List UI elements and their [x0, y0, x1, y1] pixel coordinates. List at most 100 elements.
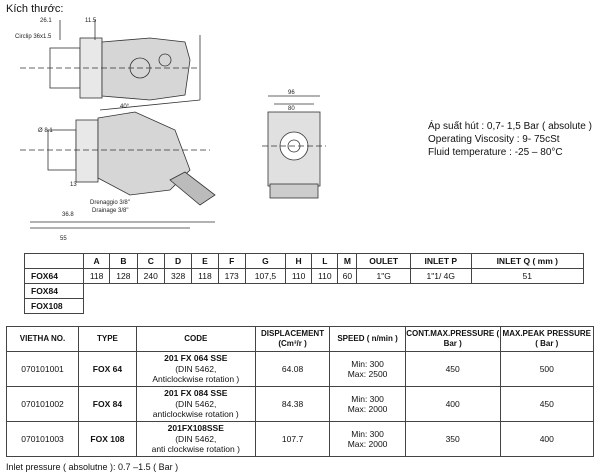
code-rotation: anticlockwise rotation )	[152, 409, 239, 420]
model-header: TYPE	[78, 326, 137, 352]
code-main: 201FX108SSE	[167, 423, 224, 434]
model-no: 070101001	[5, 351, 80, 387]
dim-cell: FOX64	[24, 268, 84, 284]
dim-cell: 110	[284, 268, 313, 284]
dim-cell: 118	[191, 268, 219, 284]
code-rotation: Anticlockwise rotation )	[152, 374, 240, 385]
dim-cell: 240	[136, 268, 165, 284]
model-header-row: VIETHA NO. TYPE CODE DISPLACEMENT (Cm³/r…	[5, 326, 595, 352]
model-peak-pressure: 500	[499, 351, 595, 387]
spec-viscosity: Operating Viscosity : 9- 75cSt	[428, 134, 560, 145]
model-type: FOX 64	[78, 351, 137, 387]
label-8-1: Ø 8.1	[38, 128, 53, 134]
dimension-row: FOX84	[24, 283, 584, 299]
code-main: 201 FX 064 SSE	[164, 353, 228, 364]
label-55: 55	[60, 236, 67, 242]
model-code: 201 FX 064 SSE(DIN 5462,Anticlockwise ro…	[135, 351, 256, 387]
label-36-8: 36.8	[62, 212, 74, 218]
model-code: 201FX108SSE(DIN 5462,anti clockwise rota…	[135, 421, 256, 457]
model-no: 070101003	[5, 421, 80, 457]
model-row: 070101002 FOX 84 201 FX 084 SSE(DIN 5462…	[5, 386, 595, 422]
dim-header: D	[163, 253, 193, 269]
top-pump-body	[101, 37, 191, 101]
model-header: CONT.MAX.PRESSURE ( Bar )	[404, 326, 501, 352]
model-code: 201 FX 084 SSE(DIN 5462,anticlockwise ro…	[135, 386, 256, 422]
dim-cell: 118	[82, 268, 111, 284]
dimension-table: A B C D E F G H L M OULET INLET P INLET …	[24, 253, 585, 314]
model-header: DISPLACEMENT (Cm³/r )	[254, 326, 331, 352]
model-cont-pressure: 450	[404, 351, 501, 387]
model-header: MAX.PEAK PRESSURE ( Bar )	[499, 326, 595, 352]
label-11-5: 11.5	[85, 18, 97, 24]
code-din: (DIN 5462,	[175, 363, 217, 374]
model-displacement: 64.08	[254, 351, 331, 387]
dim-header: OULET	[356, 253, 411, 269]
speed-max: Max: 2000	[347, 439, 388, 449]
model-header: SPEED ( n/min )	[329, 326, 406, 352]
dim-cell: 328	[163, 268, 193, 284]
dimension-header-row: A B C D E F G H L M OULET INLET P INLET …	[24, 253, 585, 269]
model-cont-pressure: 400	[404, 386, 501, 422]
dimension-row: FOX108	[24, 298, 584, 314]
dim-header: H	[284, 253, 313, 269]
dim-cell: 1"G	[356, 268, 411, 284]
dim-header: C	[136, 253, 165, 269]
dim-cell: 51	[470, 268, 585, 284]
dim-header: M	[337, 253, 358, 269]
footer-note: Inlet pressure ( absolutne ): 0.7 –1.5 (…	[6, 462, 179, 472]
label-drain1: Drenaggio 3/8"	[90, 200, 130, 206]
dimension-row: FOX64 118 128 240 328 118 173 107,5 110 …	[24, 268, 585, 284]
label-circlip: Circlip 36x1.5	[15, 34, 52, 40]
model-header: CODE	[135, 326, 256, 352]
label-13: 13	[70, 182, 77, 188]
speed-min: Min: 300	[351, 393, 384, 404]
technical-drawing: 26.1 11.5 Circlip 36x1.5 Ø 8.1 40° Drena…	[15, 18, 326, 242]
speed-min: Min: 300	[351, 358, 384, 369]
code-rotation: anti clockwise rotation )	[151, 444, 240, 455]
code-main: 201 FX 084 SSE	[164, 388, 228, 399]
dim-header: A	[82, 253, 111, 269]
spec-pressure: Áp suất hút : 0,7- 1,5 Bar ( absolute )	[428, 121, 592, 132]
code-din: (DIN 5462,	[175, 398, 217, 409]
dim-header: B	[109, 253, 138, 269]
label-80: 80	[288, 106, 295, 112]
dim-cell: FOX84	[24, 283, 84, 299]
dim-header: INLET P	[410, 253, 472, 269]
model-type: FOX 108	[78, 421, 137, 457]
spec-temperature: Fluid temperature : -25 – 80°C	[428, 147, 563, 158]
model-header: VIETHA NO.	[5, 326, 80, 352]
dim-cell: 128	[109, 268, 138, 284]
model-table: VIETHA NO. TYPE CODE DISPLACEMENT (Cm³/r…	[5, 326, 595, 457]
dim-header: E	[191, 253, 219, 269]
dim-cell: FOX108	[24, 298, 84, 314]
model-peak-pressure: 400	[499, 421, 595, 457]
dim-header: F	[217, 253, 246, 269]
label-26-1: 26.1	[40, 18, 52, 24]
speed-max: Max: 2500	[347, 369, 388, 379]
dim-cell: 60	[337, 268, 358, 284]
model-type: FOX 84	[78, 386, 137, 422]
dim-cell: 107,5	[244, 268, 287, 284]
model-displacement: 107.7	[254, 421, 331, 457]
page-title: Kích thước:	[6, 3, 64, 15]
model-row: 070101003 FOX 108 201FX108SSE(DIN 5462,a…	[5, 421, 595, 457]
model-row: 070101001 FOX 64 201 FX 064 SSE(DIN 5462…	[5, 351, 595, 387]
outlet-hose	[169, 171, 216, 206]
dim-cell: 1"1/ 4G	[410, 268, 472, 284]
dim-cell: 110	[311, 268, 339, 284]
dim-header: INLET Q ( mm )	[470, 253, 585, 269]
dim-header: G	[244, 253, 287, 269]
model-peak-pressure: 450	[499, 386, 595, 422]
model-displacement: 84.38	[254, 386, 331, 422]
label-angle: 40°	[120, 104, 130, 110]
model-cont-pressure: 350	[404, 421, 501, 457]
speed-max: Max: 2000	[347, 404, 388, 414]
specs-block: Áp suất hút : 0,7- 1,5 Bar ( absolute ) …	[428, 120, 592, 159]
dim-header: L	[311, 253, 339, 269]
speed-min: Min: 300	[351, 428, 384, 439]
code-din: (DIN 5462,	[175, 433, 217, 444]
model-no: 070101002	[5, 386, 80, 422]
